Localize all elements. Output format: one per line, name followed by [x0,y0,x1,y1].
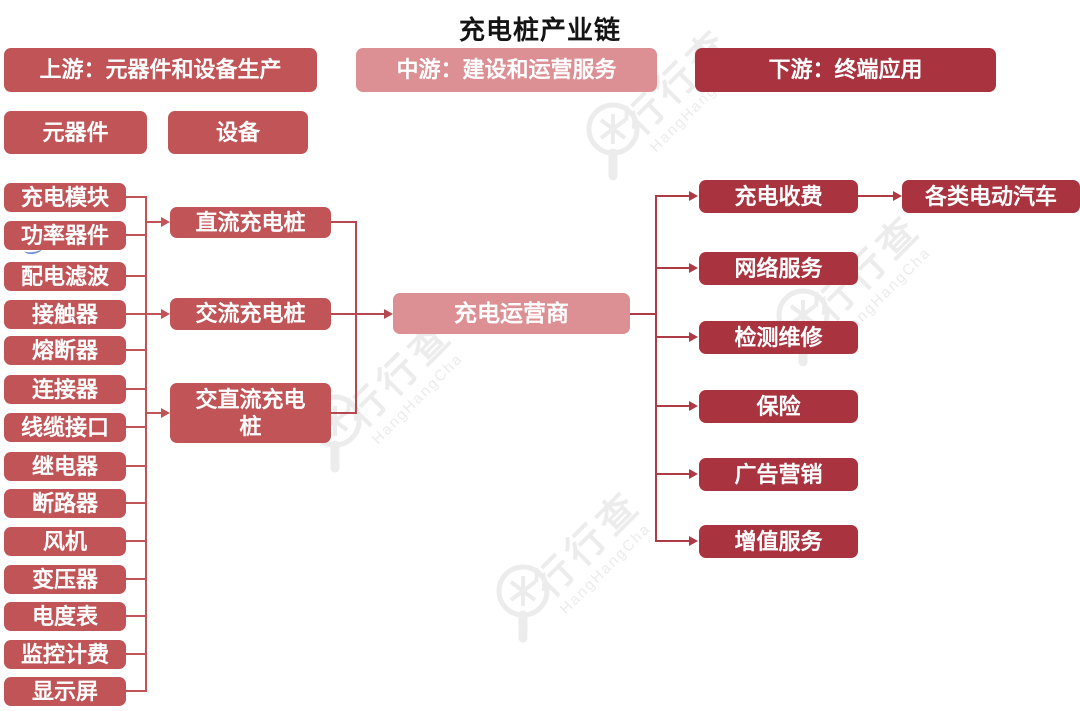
arrowhead-right-icon [689,469,698,479]
node-power-device: 功率器件 [4,221,126,250]
connector-line [145,313,163,315]
connector-mid-bus [355,221,357,414]
node-electricity-meter: 电度表 [4,602,126,631]
node-ac-charging-pile: 交流充电桩 [170,298,331,330]
connector-line [145,221,163,223]
node-insurance: 保险 [699,390,858,423]
node-contactor: 接触器 [4,300,126,329]
node-charging-operator: 充电运营商 [393,293,630,334]
node-circuit-breaker: 断路器 [4,489,126,518]
category-components: 元器件 [4,111,147,154]
connector-stub [125,615,147,617]
connector-line [331,313,384,315]
connector-stub [125,578,147,580]
arrowhead-right-icon [161,217,170,227]
header-downstream: 下游：终端应用 [695,48,996,92]
connector-stub [125,502,147,504]
connector-stub [125,313,147,315]
magnifier-logo-icon [496,564,550,643]
node-network-service: 网络服务 [699,252,858,285]
page-title: 充电桩产业链 [458,15,621,45]
connector-line [655,267,690,269]
header-midstream: 中游：建设和运营服务 [356,48,657,92]
node-electric-vehicles: 各类电动汽车 [902,180,1080,213]
node-transformer: 变压器 [4,565,126,594]
connector-line [655,473,690,475]
watermark: 行行查 HangHangCha [584,21,744,187]
connector-line [331,412,357,414]
category-equipment: 设备 [168,111,308,154]
node-value-added-service: 增值服务 [699,525,858,558]
arrowhead-right-icon [161,309,170,319]
connector-line [630,313,657,315]
node-relay: 继电器 [4,452,126,481]
connector-line [655,336,690,338]
node-display-screen: 显示屏 [4,677,126,706]
node-fuse: 熔断器 [4,336,126,365]
connector-stub [125,653,147,655]
connector-line [655,405,690,407]
connector-stub [125,234,147,236]
connector-stub [125,349,147,351]
arrowhead-right-icon [689,332,698,342]
connector-stub [125,275,147,277]
node-charging-module: 充电模块 [4,183,126,212]
connector-line [858,195,894,197]
node-monitoring-billing: 监控计费 [4,640,126,669]
arrowhead-right-icon [161,408,170,418]
connector-stub [125,540,147,542]
arrowhead-right-icon [689,263,698,273]
connector-right-bus [655,195,657,542]
node-connector: 连接器 [4,375,126,404]
node-dc-charging-pile: 直流充电桩 [170,207,331,238]
header-upstream: 上游：元器件和设备生产 [4,48,317,92]
connector-line [655,195,690,197]
connector-line [145,412,163,414]
arrowhead-right-icon [689,191,698,201]
arrowhead-right-icon [893,191,902,201]
node-fan: 风机 [4,527,126,556]
connector-stub [125,196,147,198]
connector-line [655,540,690,542]
node-acdc-charging-pile: 交直流充电桩 [170,383,331,443]
arrowhead-right-icon [689,536,698,546]
connector-stub [125,465,147,467]
connector-stub [125,388,147,390]
connector-line [331,221,357,223]
connector-stub [125,690,147,692]
arrowhead-right-icon [384,309,393,319]
connector-left-bus [145,196,147,692]
node-cable-interface: 线缆接口 [4,413,126,442]
node-ad-marketing: 广告营销 [699,458,858,491]
magnifier-logo-icon [586,102,640,181]
arrowhead-right-icon [689,401,698,411]
node-distribution-filter: 配电滤波 [4,262,126,291]
watermark: 行行查 HangHangCha [494,483,654,649]
node-charging-fee: 充电收费 [699,180,858,213]
connector-stub [125,426,147,428]
node-inspection-repair: 检测维修 [699,321,858,354]
